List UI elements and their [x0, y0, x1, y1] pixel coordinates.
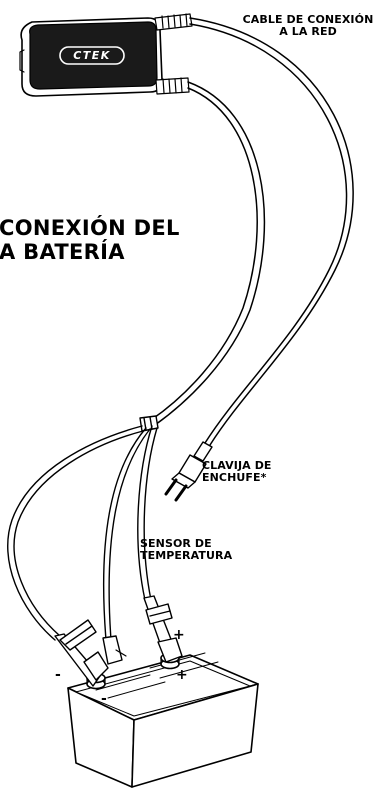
dc-strain-relief [155, 77, 190, 95]
plug-label-line2: ENCHUFE* [202, 470, 267, 484]
temp-sensor-label: SENSOR DE TEMPERATURA [140, 538, 232, 561]
mains-cable-label-line1: CABLE DE CONEXIÓN [242, 13, 374, 26]
plus-sign-terminal: + [176, 667, 188, 683]
section-title-line2: A BATERÍA [0, 240, 125, 265]
mains-strain-relief [154, 13, 193, 31]
negative-clamp [54, 619, 109, 687]
section-title-line1: CONEXIÓN DEL [0, 216, 180, 240]
temp-sensor-ring [102, 635, 127, 665]
mains-cable-label: CABLE DE CONEXIÓN A LA RED [229, 14, 387, 37]
positive-clamp [143, 595, 183, 663]
mains-cable-label-line2: A LA RED [279, 24, 337, 38]
battery-drawing [67, 652, 259, 788]
cable-splitter [139, 415, 159, 432]
plug-label: CLAVIJA DE ENCHUFE* [202, 460, 272, 483]
positive-lead [137, 425, 158, 601]
mains-cable [189, 17, 354, 446]
section-title: CONEXIÓN DEL A BATERÍA [0, 216, 180, 264]
charger-unit [19, 17, 163, 97]
plus-sign-clamp: + [173, 627, 185, 643]
plug-drawing [164, 441, 213, 502]
minus-sign-clamp: - [55, 667, 61, 683]
ctek-logo-frame [59, 46, 125, 65]
dc-cable [150, 81, 266, 426]
temp-sensor-label-line1: SENSOR DE [140, 537, 212, 550]
minus-sign-terminal: - [101, 691, 107, 707]
temp-sensor-lead [102, 427, 151, 641]
temp-sensor-label-line2: TEMPERATURA [140, 548, 233, 562]
plug-label-line1: CLAVIJA DE [202, 459, 272, 472]
ctek-logo-text: CTEK [73, 49, 111, 62]
negative-lead [7, 425, 144, 641]
